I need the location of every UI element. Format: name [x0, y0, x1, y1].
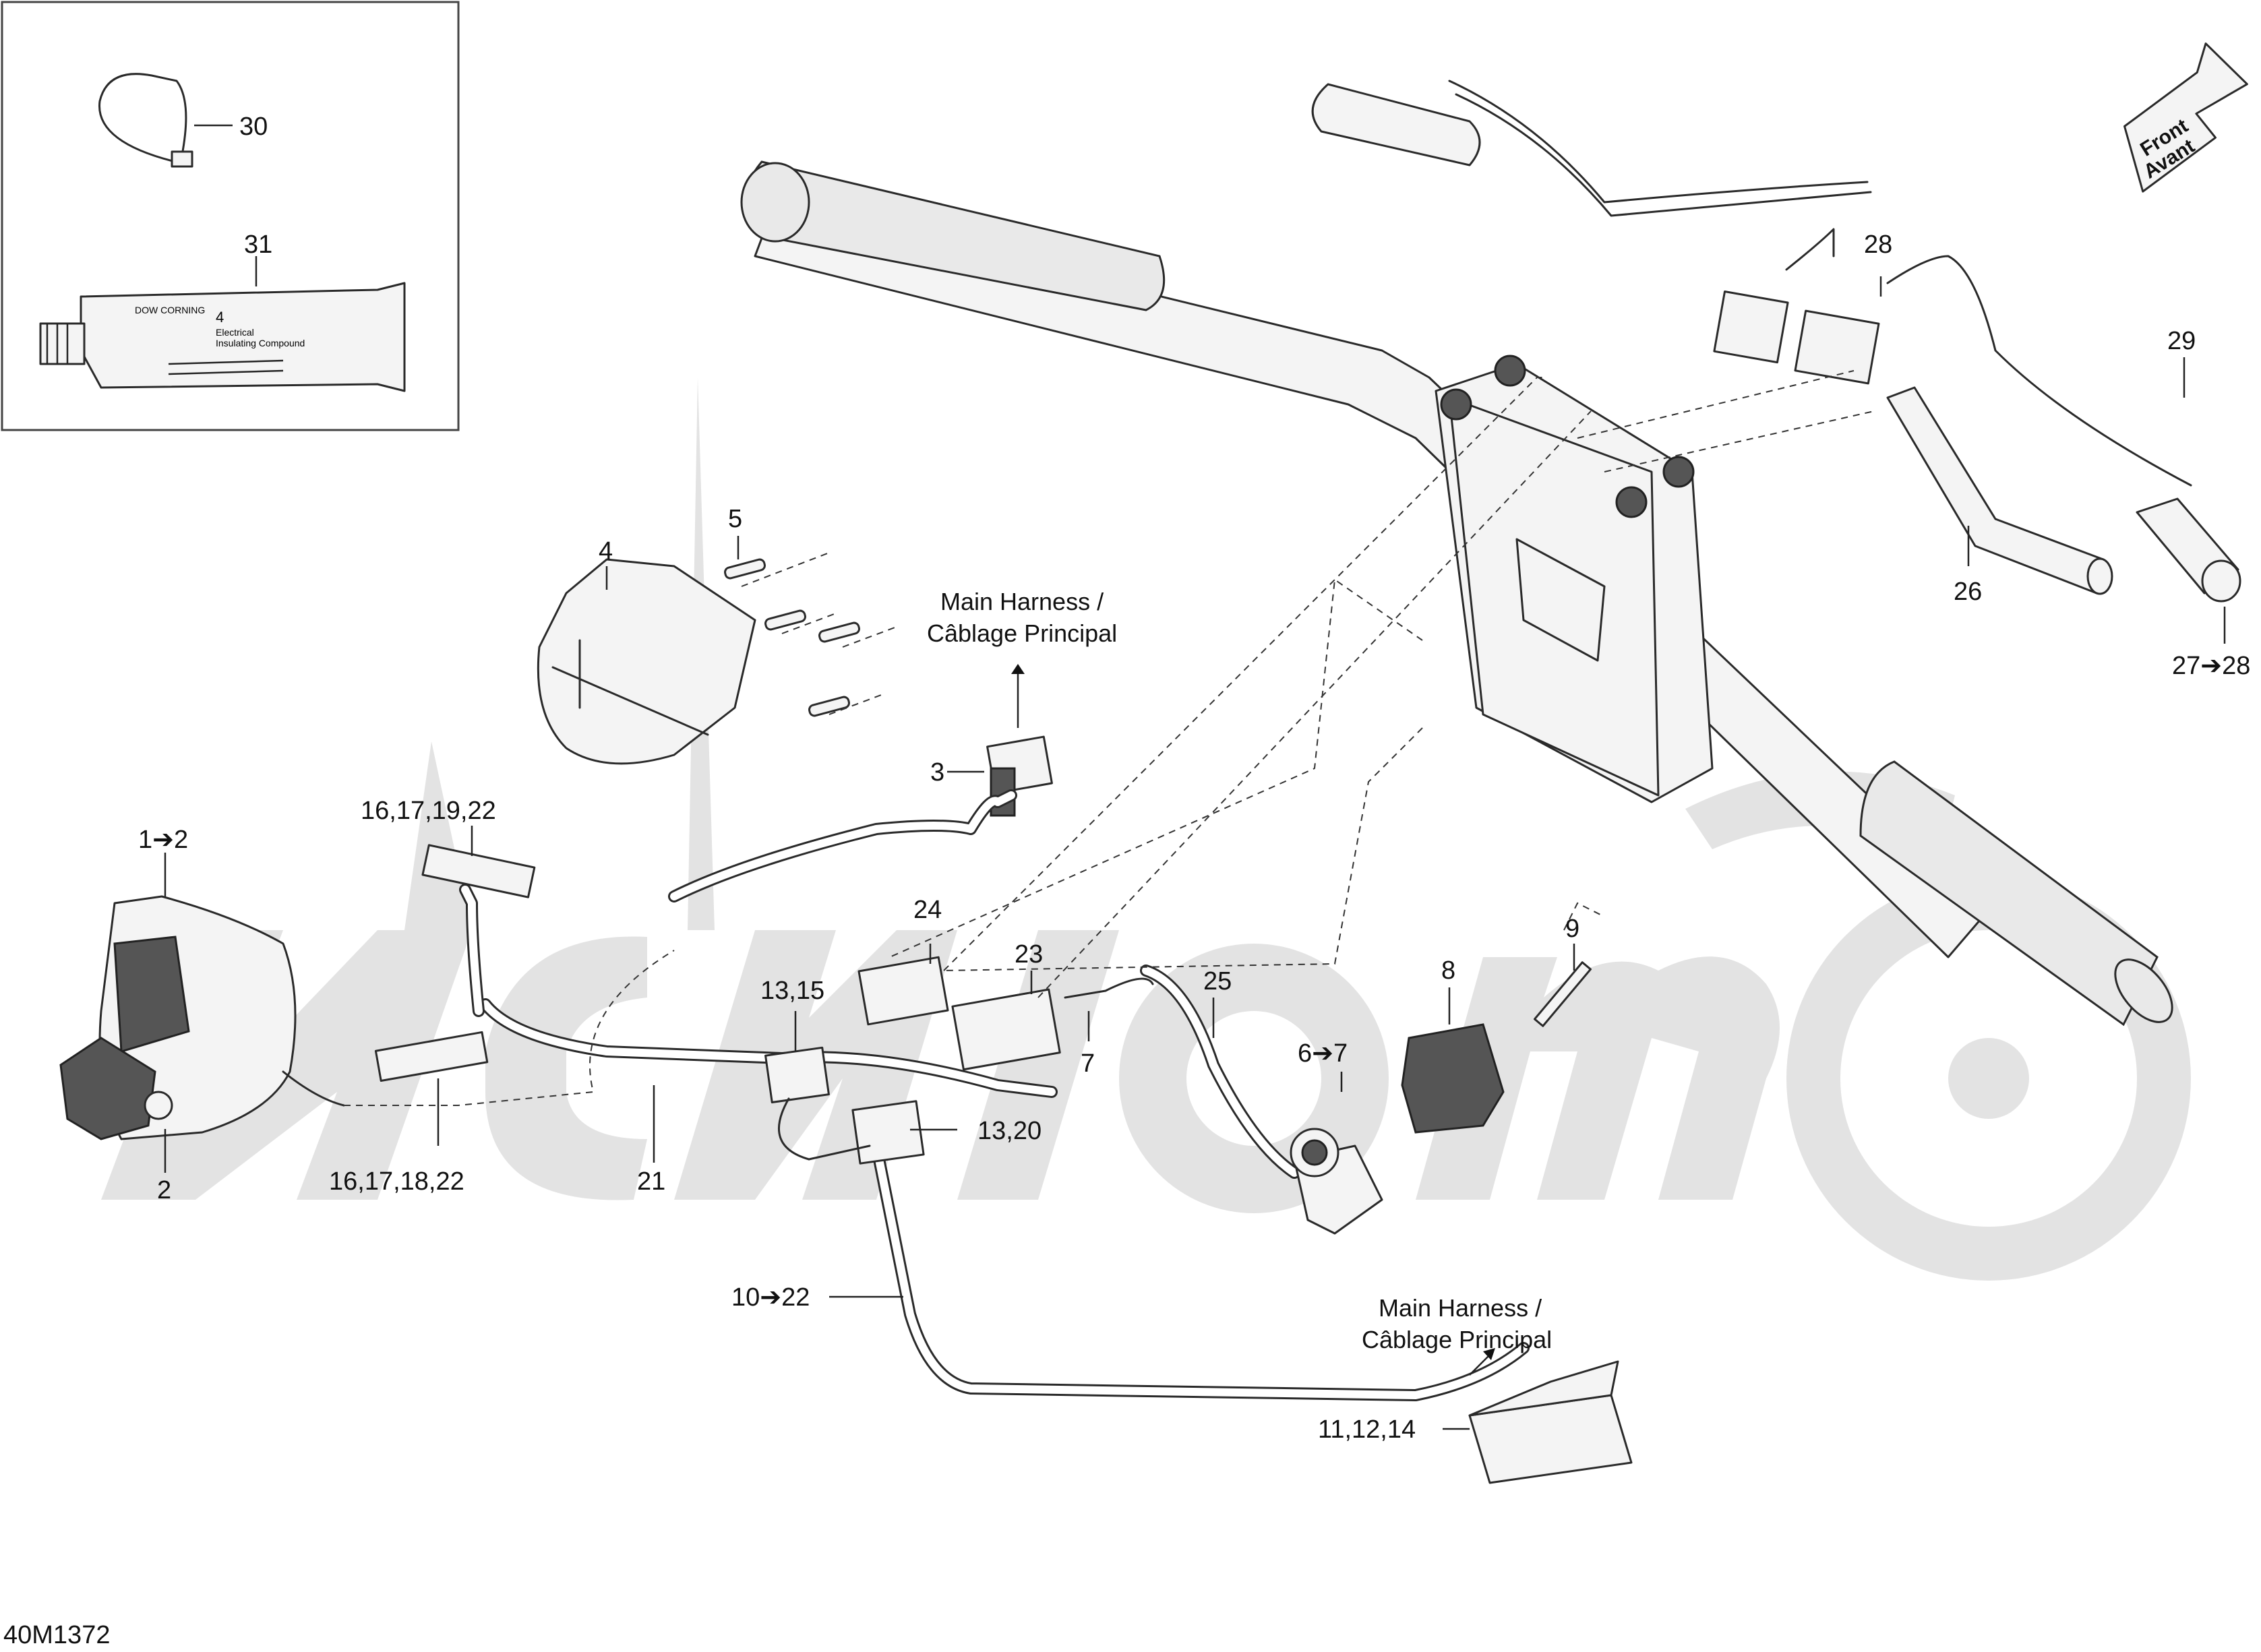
main-harness-lower-line2: Câblage Principal: [1362, 1326, 1552, 1353]
callout-16-17-19-22: 16,17,19,22: [361, 797, 496, 825]
callout-13-20: 13,20: [977, 1117, 1042, 1145]
callout-26: 26: [1954, 578, 1982, 606]
callout-28: 28: [1864, 231, 1892, 259]
callout-6-7: 6➔7: [1298, 1039, 1348, 1068]
connector-23-icon: [951, 988, 1061, 1071]
switch-housing-icon: [537, 558, 756, 765]
connector-13-icon: [764, 1046, 925, 1165]
grip-tube-icon: [1886, 386, 2113, 595]
connector-24-icon: [857, 956, 949, 1026]
main-harness-lower-line1: Main Harness /: [1379, 1294, 1542, 1322]
callout-16-17-18-22: 16,17,18,22: [329, 1167, 464, 1196]
callout-1-2: 1➔2: [138, 826, 188, 854]
callout-8: 8: [1441, 956, 1455, 985]
switch-assembly-icon: [59, 895, 297, 1140]
callout-29: 29: [2167, 327, 2196, 355]
callout-23: 23: [1015, 940, 1043, 969]
pin-9-icon: [1534, 961, 1592, 1027]
callout-11-12-14: 11,12,14: [1318, 1415, 1416, 1444]
callout-2: 2: [157, 1176, 171, 1204]
pin-connector-icon: [374, 844, 536, 1082]
callout-21: 21: [637, 1167, 665, 1196]
callout-4: 4: [599, 537, 613, 565]
connector-icon: [1713, 290, 1880, 385]
main-harness-upper-line1: Main Harness /: [940, 588, 1104, 615]
callout-5: 5: [728, 505, 742, 533]
main-harness-upper-line2: Câblage Principal: [927, 619, 1117, 647]
throttle-grip-icon: [1311, 80, 1872, 217]
heated-grip-tube-icon: [2136, 497, 2241, 603]
drawing-id: 40M1372: [3, 1621, 110, 1649]
zip-tie-icon: [98, 73, 193, 168]
handlebar-icon: [740, 160, 2173, 1027]
tube-label-line3: Insulating Compound: [216, 338, 305, 348]
tube-number-text: 4: [216, 309, 224, 326]
front-direction-arrow: Front Avant: [2123, 42, 2248, 193]
switch-6-icon: [1290, 1128, 1383, 1235]
tube-label-line2: Electrical: [216, 327, 254, 338]
callout-30: 30: [239, 113, 268, 141]
knob-8-icon: [1401, 1023, 1505, 1134]
callout-24: 24: [913, 896, 942, 924]
callout-3: 3: [930, 758, 944, 787]
riser-clamp-icon: [1435, 355, 1714, 803]
screw-icon: [724, 558, 860, 717]
callout-31: 31: [244, 231, 272, 259]
callout-7: 7: [1081, 1049, 1095, 1078]
harness-plug-icon: [1468, 1360, 1633, 1484]
callout-13-15: 13,15: [760, 977, 824, 1005]
callout-10-22: 10➔22: [731, 1283, 810, 1312]
callout-27-28: 27➔28: [2172, 652, 2250, 680]
tube-brand-text: DOW CORNING: [135, 305, 205, 315]
callout-25: 25: [1203, 967, 1232, 996]
callout-9: 9: [1565, 915, 1579, 943]
inset-box: [1, 1, 460, 431]
grease-tube-icon: DOW CORNING 4 Electrical Insulating Comp…: [39, 282, 406, 392]
